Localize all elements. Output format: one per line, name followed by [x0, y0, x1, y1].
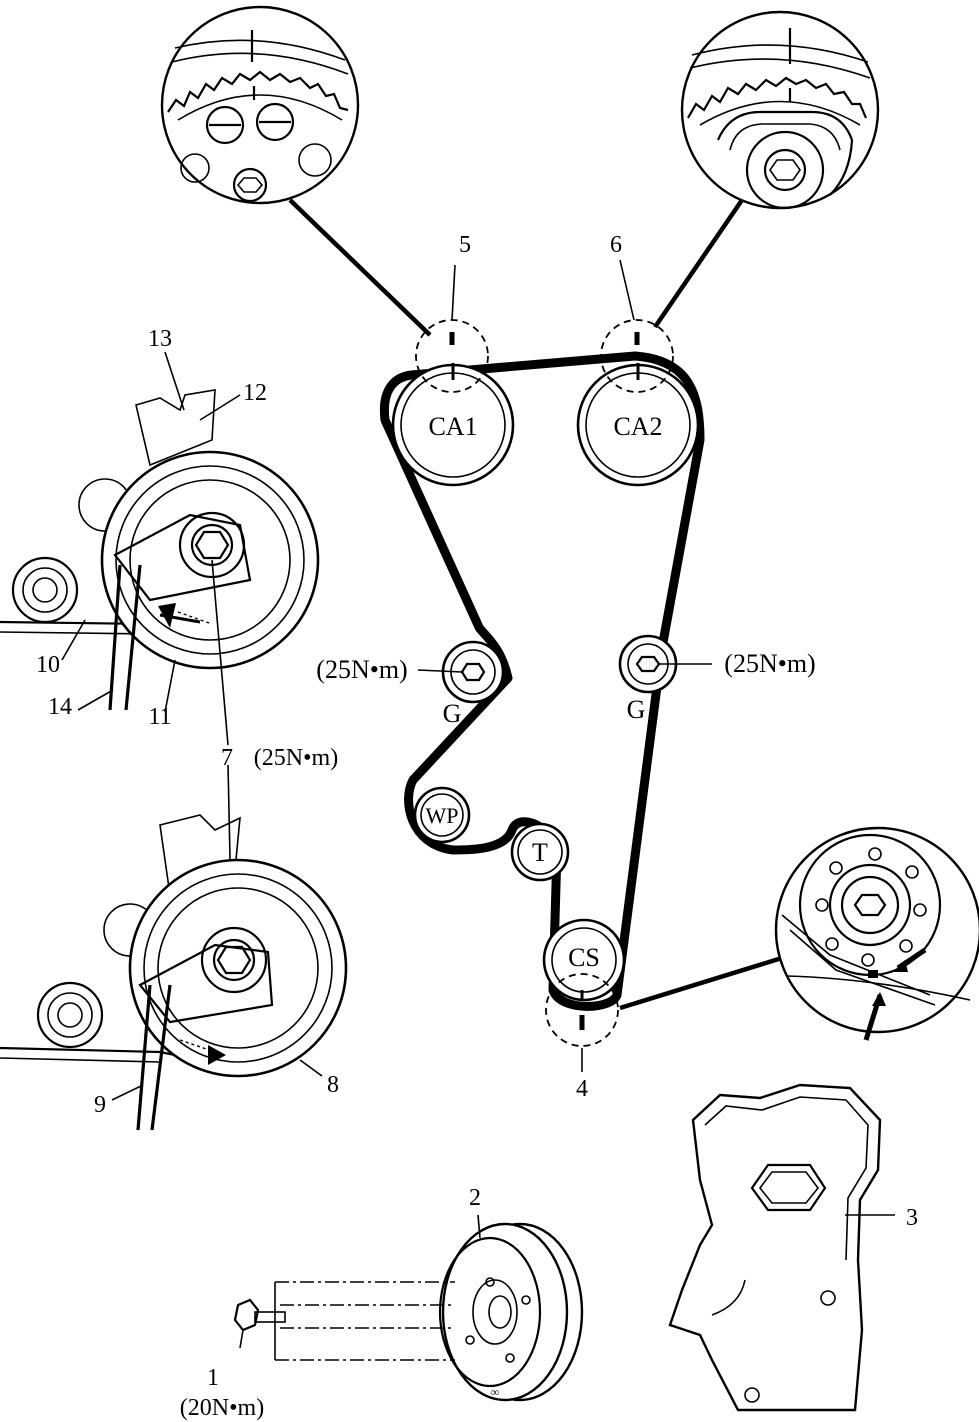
callout-10: 10 — [36, 652, 60, 678]
upper-tensioner-callouts: 13 12 10 14 11 — [36, 326, 267, 730]
callout-8: 8 — [327, 1072, 339, 1098]
idler-pulley-right: (25N•m) G — [618, 634, 816, 724]
lower-tensioner-callouts: 9 8 — [94, 1059, 339, 1118]
torque-pulley-bolt: (20N•m) — [180, 1395, 264, 1421]
callout-5: 5 — [459, 232, 471, 258]
callout-9: 9 — [94, 1092, 106, 1118]
pulley-label-g-left: G — [443, 699, 462, 728]
camshaft-pulley-2: CA2 — [576, 363, 700, 487]
callout-7: 7 — [221, 745, 233, 771]
tensioner-view-upper — [0, 389, 320, 711]
callout-1: 1 — [207, 1365, 219, 1391]
detail-view-camshaft-1 — [160, 5, 432, 337]
tensioner-bolt-callout: 7 (25N•m) — [211, 559, 338, 951]
callout-13: 13 — [148, 326, 172, 352]
callout-3: 3 — [906, 1205, 918, 1231]
pulley-label-g-right: G — [627, 695, 646, 724]
torque-tensioner-bolt: (25N•m) — [254, 745, 338, 771]
crank-pulley-exploded: ∞ 2 1 (20N•m) — [180, 1185, 584, 1421]
detail-view-camshaft-2 — [653, 10, 880, 329]
pulley-label-wp: WP — [426, 803, 459, 828]
timing-belt-route — [379, 351, 705, 1011]
pulley-label-t: T — [532, 838, 548, 867]
camshaft-pulley-1: CA1 — [391, 363, 515, 487]
tensioner-view-lower — [0, 814, 348, 1131]
pulley-label-ca1: CA1 — [428, 412, 477, 441]
svg-text:∞: ∞ — [491, 1385, 500, 1399]
pulley-label-ca2: CA2 — [613, 412, 662, 441]
tensioner-pulley: T — [510, 822, 570, 882]
water-pump-pulley: WP — [413, 786, 471, 844]
callout-6: 6 — [610, 232, 622, 258]
callout-2: 2 — [469, 1185, 481, 1211]
callout-12: 12 — [243, 380, 267, 406]
callout-4: 4 — [576, 1076, 588, 1102]
torque-idler-right: (25N•m) — [724, 649, 815, 678]
callout-11: 11 — [148, 704, 171, 730]
timing-belt-cover: 3 — [668, 1083, 918, 1412]
timing-mark-circles-top: 5 6 — [415, 232, 674, 393]
torque-idler-left: (25N•m) — [316, 655, 407, 684]
idler-pulley-left: (25N•m) G — [316, 640, 505, 728]
callout-14: 14 — [48, 694, 72, 720]
pulley-label-cs: CS — [568, 943, 600, 972]
crankshaft-pulley: CS 4 — [542, 918, 783, 1102]
detail-view-crankshaft — [774, 826, 979, 1041]
